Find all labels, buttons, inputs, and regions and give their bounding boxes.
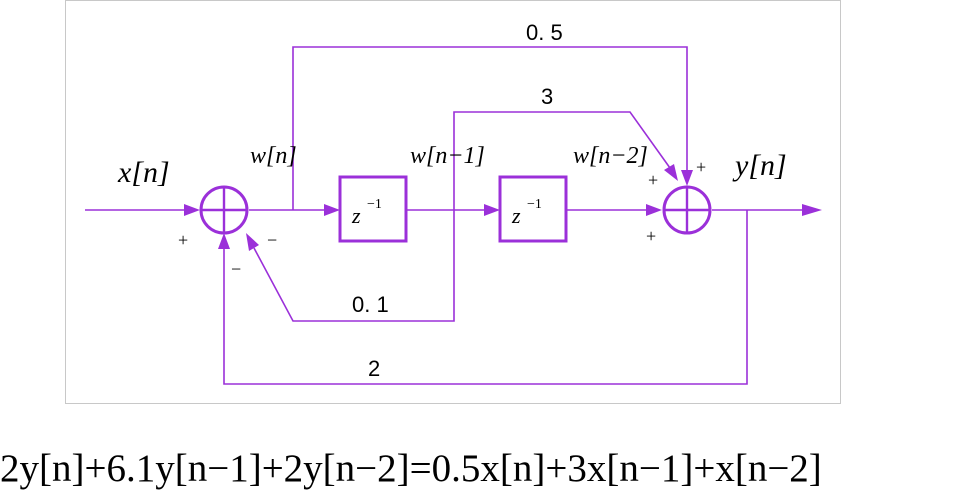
delay-1-z: z [351,203,361,228]
gain-feedback-outer-label: 2 [368,356,380,381]
arrow-feedback-inner [246,233,259,251]
sign-right-top-a: + [648,170,658,190]
arrow-feedback-outer [218,233,230,249]
input-arrow [184,204,200,216]
gain-feedback-inner-label: 0. 1 [352,292,389,317]
delay-block-1: z −1 [338,175,408,243]
input-signal-label: x[n] [117,156,170,189]
arrow-top-into-sum2 [681,170,693,186]
sign-left-input: + [178,230,188,250]
summing-junction-right [662,185,712,235]
arrow-sum2 [646,204,662,216]
gain-middle-label: 3 [541,84,553,109]
summing-junction-left [199,185,249,235]
delay-1-exponent: −1 [367,197,382,212]
arrow-delay2 [484,204,500,216]
output-signal-label: y[n] [732,149,787,182]
delay-2-z: z [511,203,521,228]
path-gain-middle [453,111,671,210]
node-label-w1: w[n−1] [410,143,485,169]
sign-right-top-b: + [696,157,706,177]
delay-block-2: z −1 [498,175,568,243]
gain-top-label: 0. 5 [526,20,563,45]
diagram-panel [65,0,841,404]
arrow-middle-into-sum2 [664,164,678,181]
difference-equation: 2y[n]+6.1y[n−1]+2y[n−2]=0.5x[n]+3x[n−1]+… [0,447,822,490]
output-arrow [802,204,822,216]
path-feedback-inner [253,210,455,322]
delay-2-exponent: −1 [527,197,542,212]
sign-left-feedback-inner: − [267,230,277,250]
path-feedback-outer [223,210,748,385]
node-label-w2: w[n−2] [573,143,648,169]
node-label-w0: w[n] [250,143,297,169]
arrow-delay1 [324,204,340,216]
path-gain-top [292,46,688,210]
sign-right-bottom: + [646,226,656,246]
sign-left-feedback-outer: − [231,259,241,279]
